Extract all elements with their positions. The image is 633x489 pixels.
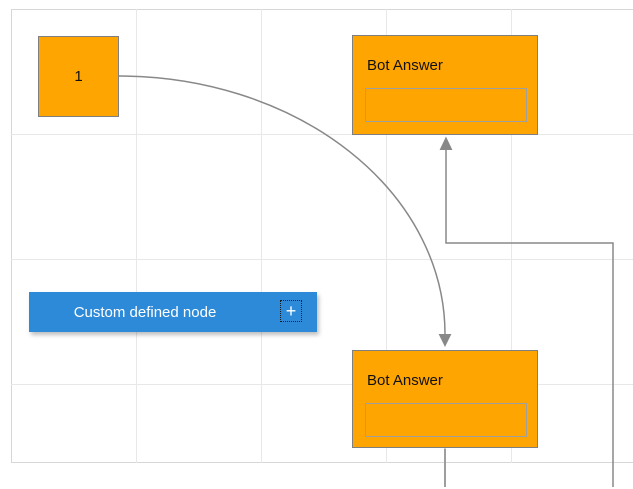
connector-orthogonal[interactable] [445,150,614,487]
plus-icon: + [285,301,297,321]
custom-defined-node[interactable]: Custom defined node + [29,292,317,332]
square-node-label: 1 [74,68,83,85]
bot-answer-title: Bot Answer [367,57,443,74]
arrowhead-down-icon[interactable] [438,334,452,347]
add-node-button[interactable]: + [280,300,302,322]
custom-node-label: Custom defined node [73,303,217,321]
bot-answer-node-top[interactable]: Bot Answer [352,35,538,135]
arrowhead-up-icon[interactable] [439,136,453,151]
bot-answer-node-bottom[interactable]: Bot Answer [352,350,538,448]
connector-curved[interactable] [118,75,446,335]
bot-answer-input[interactable] [365,88,527,122]
bot-answer-input[interactable] [365,403,527,437]
square-node-1[interactable]: 1 [38,36,119,117]
bot-answer-title: Bot Answer [367,372,443,389]
